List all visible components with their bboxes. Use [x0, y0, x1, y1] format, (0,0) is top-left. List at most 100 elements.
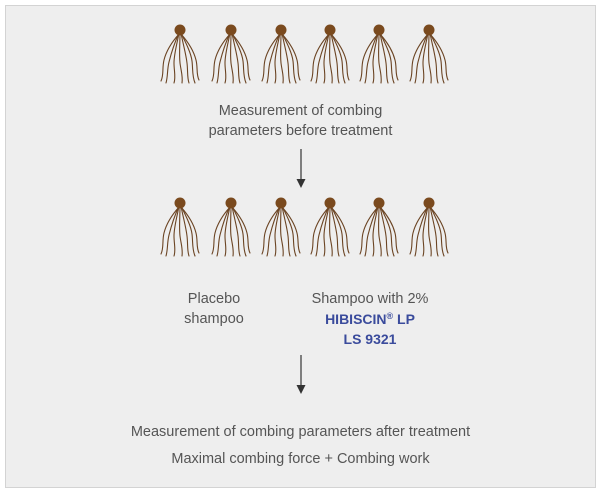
hair-tress-icon	[359, 24, 399, 84]
hair-strand	[274, 32, 281, 84]
tress-clip	[225, 24, 237, 36]
hair-strand	[429, 206, 449, 254]
hair-strand	[231, 205, 241, 257]
hair-strand	[281, 205, 297, 257]
hair-strand	[180, 205, 196, 257]
hair-strand	[330, 206, 350, 254]
hair-strand	[281, 206, 301, 254]
hair-strand	[330, 33, 350, 81]
tress-row-after-treatment	[160, 197, 449, 257]
hair-strand	[379, 205, 395, 257]
hair-strand	[173, 32, 180, 84]
step1-caption: Measurement of combing parameters before…	[150, 101, 451, 141]
hair-tress-icon	[409, 24, 449, 84]
active-product-code: LS 9321	[343, 331, 397, 347]
hair-strand	[180, 32, 196, 84]
hair-strand	[230, 205, 234, 257]
placebo-label-line2: shampoo	[184, 311, 244, 327]
hair-strand	[180, 206, 200, 254]
hair-strand	[231, 32, 241, 84]
hair-strand	[310, 33, 330, 82]
hair-strand	[216, 205, 231, 257]
hair-tress-icon	[359, 197, 399, 257]
hair-tress-icon	[261, 24, 301, 84]
hair-strand	[230, 32, 234, 84]
hair-strand	[310, 206, 330, 255]
tress-clip	[324, 24, 336, 36]
hair-strand	[323, 205, 330, 257]
hair-strand	[179, 205, 183, 257]
hair-strand	[429, 32, 445, 84]
hair-strand	[224, 205, 231, 257]
hair-strand	[422, 205, 429, 257]
hair-strand	[211, 33, 231, 82]
hair-tress-icon	[211, 197, 251, 257]
tress-row-before-treatment	[160, 24, 449, 84]
hair-tress-icon	[409, 197, 449, 257]
hair-tress-icon	[310, 197, 350, 257]
tress-clip	[275, 197, 287, 209]
hair-strand	[429, 33, 449, 81]
hair-strand	[315, 32, 330, 84]
hair-strand	[379, 32, 389, 84]
hair-strand	[429, 205, 445, 257]
hair-strand	[231, 33, 251, 81]
hair-strand	[428, 205, 432, 257]
placebo-label-line1: Placebo	[187, 291, 241, 307]
hair-strand	[414, 32, 429, 84]
hair-strand	[379, 205, 389, 257]
hair-strand	[330, 32, 346, 84]
hair-strand	[179, 32, 183, 84]
hair-strand	[266, 32, 281, 84]
hair-strand	[261, 206, 281, 255]
hair-strand	[364, 32, 379, 84]
hair-strand	[323, 32, 330, 84]
hair-strand	[359, 33, 379, 82]
hair-strand	[261, 33, 281, 82]
diagram-panel	[5, 5, 596, 488]
hair-strand	[359, 206, 379, 255]
down-arrow-icon	[296, 149, 306, 188]
hair-strand	[372, 32, 379, 84]
tress-clip	[324, 197, 336, 209]
hair-strand	[315, 205, 330, 257]
hair-tress-icon	[310, 24, 350, 84]
tress-clip	[174, 197, 186, 209]
hair-tress-icon	[261, 197, 301, 257]
hair-strand	[180, 32, 190, 84]
hair-tress-icon	[211, 24, 251, 84]
hair-strand	[379, 32, 395, 84]
registered-mark: ®	[386, 311, 394, 321]
hair-strand	[266, 205, 281, 257]
hair-strand	[180, 205, 190, 257]
hair-strand	[165, 32, 180, 84]
hair-strand	[378, 32, 382, 84]
hair-strand	[160, 206, 180, 255]
hair-strand	[364, 205, 379, 257]
hair-strand	[329, 205, 333, 257]
hair-strand	[414, 205, 429, 257]
final-caption-line2: Maximal combing force + Combing work	[171, 451, 430, 467]
hair-tress-icon	[160, 24, 200, 84]
hair-strand	[180, 33, 200, 81]
hair-strand	[330, 205, 346, 257]
final-caption-line1: Measurement of combing parameters after …	[130, 424, 471, 440]
active-group-label: Shampoo with 2% HIBISCIN® LP LS 9321	[295, 289, 445, 349]
hair-tress-icon	[160, 197, 200, 257]
hair-strand	[429, 32, 439, 84]
hair-strand	[165, 205, 180, 257]
tress-clip	[225, 197, 237, 209]
down-arrow-icon	[296, 355, 306, 394]
tress-clip	[423, 197, 435, 209]
active-label-line1: Shampoo with 2%	[311, 291, 429, 307]
hair-strand	[231, 32, 247, 84]
hair-strand	[329, 32, 333, 84]
tress-clip	[423, 24, 435, 36]
hair-strand	[372, 205, 379, 257]
hair-strand	[281, 32, 291, 84]
hair-strand	[281, 205, 291, 257]
hair-strand	[224, 32, 231, 84]
hair-strand	[428, 32, 432, 84]
